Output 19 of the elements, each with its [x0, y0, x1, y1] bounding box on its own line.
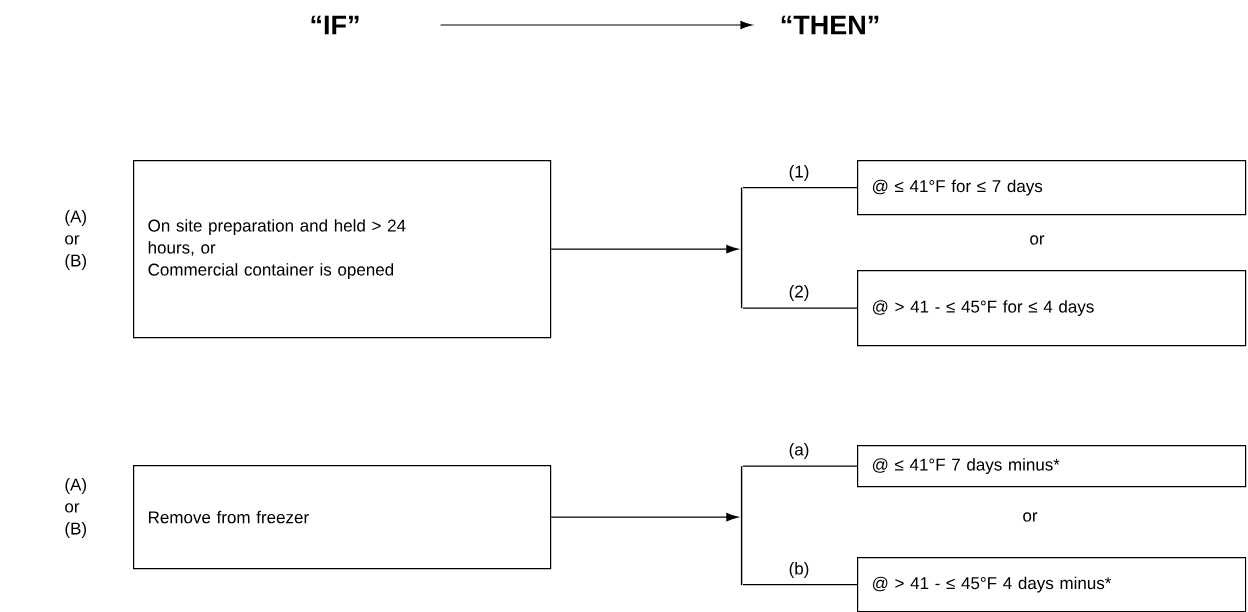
process-box: Remove from freezer [133, 465, 552, 570]
edge-label: (2) [787, 284, 811, 302]
or-label: or [1023, 512, 1038, 522]
process-box: @ > 41 - ≤ 45°F 4 days minus* [857, 557, 1247, 612]
side-label: (A) or (B) [65, 210, 86, 270]
edge-label: (b) [787, 561, 811, 579]
process-box: @ ≤ 41°F 7 days minus* [857, 445, 1247, 488]
edge-label: (1) [787, 164, 811, 182]
process-box: On site preparation and held > 24 hours, or Commercial container is opened [133, 160, 552, 339]
edge-label: (a) [787, 442, 811, 460]
arrow [550, 512, 739, 522]
process-box: @ > 41 - ≤ 45°F for ≤ 4 days [857, 270, 1247, 347]
heading-text: “THEN” [781, 15, 879, 35]
or-label: or [1030, 235, 1045, 245]
heading-text: “IF” [311, 15, 359, 35]
arrow [550, 244, 739, 254]
process-box: @ ≤ 41°F for ≤ 7 days [857, 160, 1247, 216]
side-label: (A) or (B) [65, 478, 86, 538]
arrow [440, 20, 753, 30]
